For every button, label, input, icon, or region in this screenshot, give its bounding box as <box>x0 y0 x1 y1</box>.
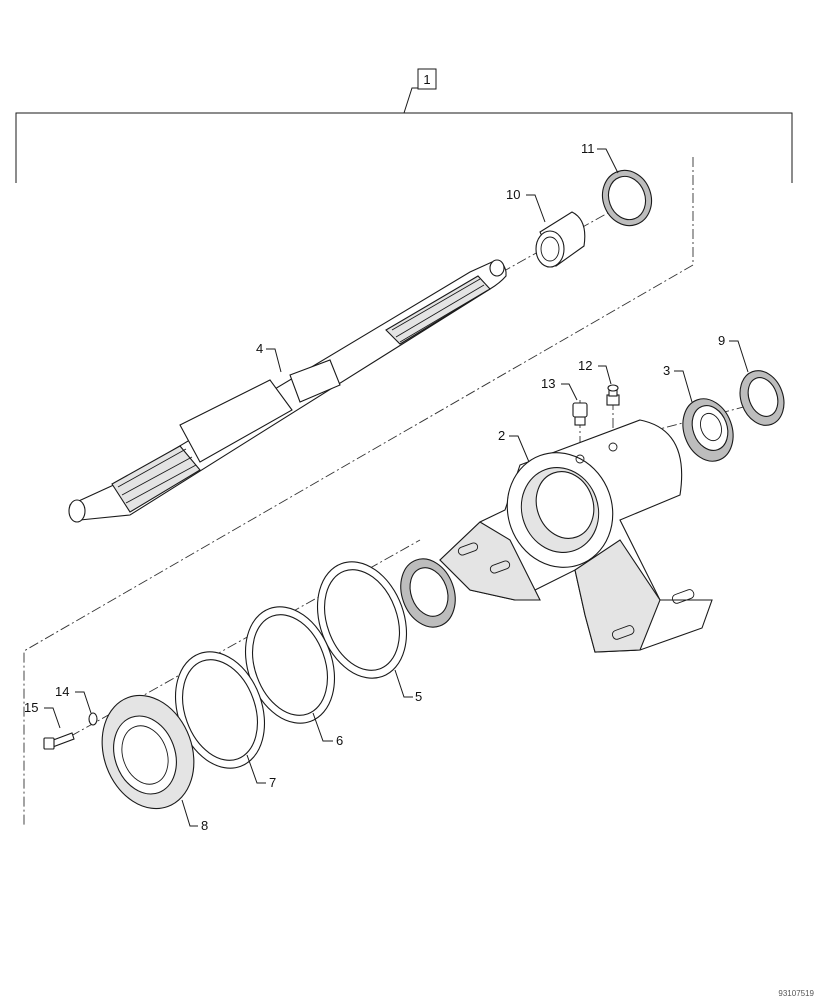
shaft-part-4 <box>68 259 507 523</box>
callout-14: 14 <box>55 684 69 699</box>
bearing-cap-part-8 <box>101 694 195 810</box>
callout-10: 10 <box>506 187 520 202</box>
assembly-bracket: 1 <box>15 68 793 183</box>
callout-8: 8 <box>201 818 208 833</box>
callout-1: 1 <box>423 72 430 87</box>
callout-12: 12 <box>578 358 592 373</box>
callout-9: 9 <box>718 333 725 348</box>
callout-labels: 11 10 4 12 13 3 9 2 5 6 7 8 14 15 <box>24 141 725 833</box>
seal-part-9 <box>739 370 785 426</box>
callout-11: 11 <box>581 141 595 156</box>
washer-part-14 <box>88 712 98 726</box>
seal-part-11 <box>601 169 653 227</box>
callout-3: 3 <box>663 363 670 378</box>
callout-4: 4 <box>256 341 263 356</box>
grease-fitting-part-12 <box>606 384 620 406</box>
inner-bearing <box>400 558 456 628</box>
bearing-part-3 <box>682 398 734 462</box>
leader-lines <box>44 148 749 827</box>
callout-6: 6 <box>336 733 343 748</box>
plug-part-13 <box>572 402 588 426</box>
callout-5: 5 <box>415 689 422 704</box>
callout-2: 2 <box>498 428 505 443</box>
reference-code: 93107519 <box>778 989 814 998</box>
assembly-boundary <box>23 157 694 826</box>
bushing-part-10 <box>535 211 586 268</box>
callout-15: 15 <box>24 700 38 715</box>
callout-7: 7 <box>269 775 276 790</box>
housing-part-2 <box>439 419 713 653</box>
callout-13: 13 <box>541 376 555 391</box>
gasket-part-5 <box>316 561 408 679</box>
gasket-part-7 <box>174 651 266 769</box>
bolt-part-15 <box>43 732 75 750</box>
gasket-part-6 <box>244 606 336 724</box>
